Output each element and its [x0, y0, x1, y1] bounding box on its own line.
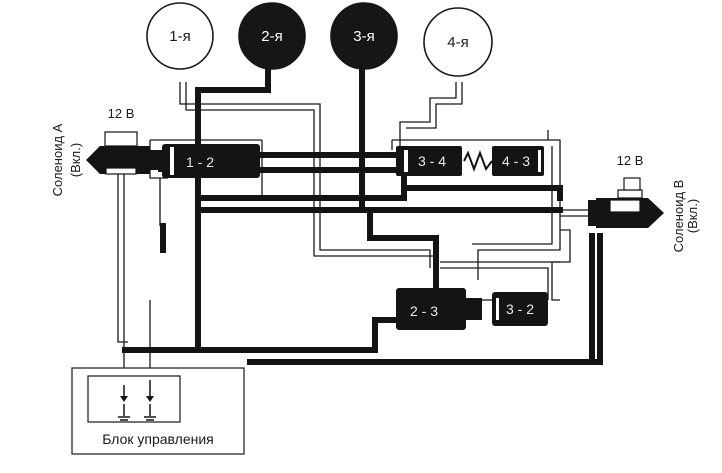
gear-1-label: 1-я — [169, 28, 190, 45]
gear-4-circle: 4-я — [423, 7, 493, 77]
valve-3-2-label: 3 - 2 — [506, 301, 534, 317]
thin-lines — [117, 82, 590, 385]
solenoid-b-voltage: 12 В — [617, 153, 644, 168]
solenoid-a-voltage: 12 В — [108, 106, 135, 121]
solenoid-a-name: Соленоид А — [50, 123, 65, 196]
solenoid-a: 12 В Соленоид А (Вкл.) — [50, 106, 158, 196]
solenoid-b-name: Соленоид В — [671, 180, 686, 253]
control-unit: Блок управления — [71, 367, 245, 455]
gear-1-circle: 1-я — [146, 2, 214, 70]
solenoid-b: 12 В Соленоид В (Вкл.) — [588, 153, 700, 252]
valve-4-3: 4 - 3 — [492, 146, 544, 176]
switch-1 — [118, 385, 130, 421]
gear-3-circle: 3-я — [330, 2, 398, 70]
solenoid-a-state: (Вкл.) — [68, 143, 83, 177]
spring — [463, 150, 493, 172]
valve-2-3-label: 2 - 3 — [410, 303, 438, 319]
switch-2 — [144, 380, 156, 421]
gear-circles: 1-я 2-я 3-я 4-я — [146, 2, 493, 77]
gear-2-circle: 2-я — [238, 2, 306, 70]
valve-4-3-label: 4 - 3 — [502, 153, 530, 169]
valve-3-4-label: 3 - 4 — [418, 153, 446, 169]
valve-2-3: 2 - 3 — [396, 288, 482, 330]
valve-3-2: 3 - 2 — [492, 292, 548, 326]
valve-1-2-label: 1 - 2 — [186, 154, 214, 170]
thick-lines — [122, 63, 603, 365]
gear-4-label: 4-я — [447, 34, 468, 51]
valve-1-2: 1 - 2 — [158, 144, 260, 178]
valve-3-4: 3 - 4 — [396, 146, 462, 176]
gear-3-label: 3-я — [353, 28, 374, 45]
gear-2-label: 2-я — [261, 28, 282, 45]
solenoid-b-state: (Вкл.) — [685, 199, 700, 233]
control-unit-label: Блок управления — [102, 431, 214, 447]
